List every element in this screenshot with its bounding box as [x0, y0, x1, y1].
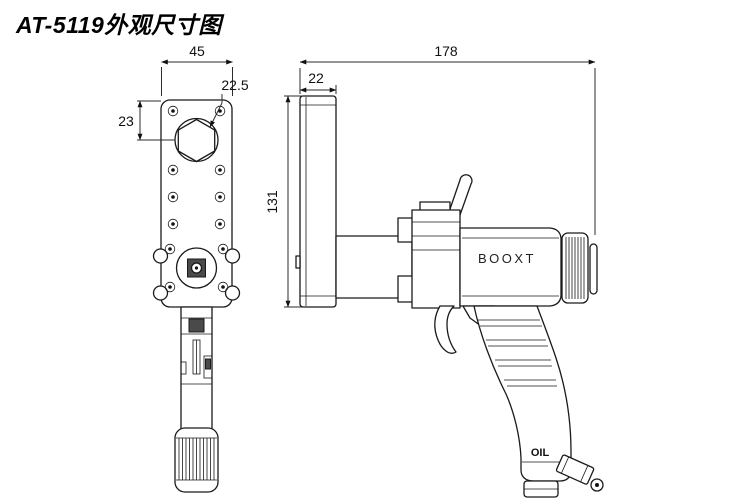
clamp-lobe — [152, 248, 169, 264]
front-view: 45 22.5 23 — [118, 43, 249, 493]
throttle-lever — [448, 174, 473, 216]
dim-label-178: 178 — [434, 43, 458, 59]
clamp-lobe — [224, 248, 241, 264]
spindle-housing — [335, 217, 415, 303]
grip-knurling — [178, 438, 215, 480]
dim-label-22: 22 — [308, 70, 324, 86]
center-boss — [175, 247, 218, 289]
dim-label-22-5: 22.5 — [221, 77, 248, 93]
grip-ribs — [477, 319, 557, 387]
trigger — [434, 305, 457, 354]
handle-stem — [180, 306, 213, 430]
dim-top-to-center: 23 — [118, 100, 175, 141]
page-title: AT-5119外观尺寸图 — [16, 12, 222, 38]
bolt-holes — [164, 105, 229, 293]
oil-fitting — [555, 454, 595, 485]
dim-front-width: 45 — [161, 43, 233, 96]
fitting-nipple-center — [595, 483, 599, 487]
clamp-lobe — [152, 285, 169, 301]
knurled-grip — [174, 427, 219, 493]
pistol-grip: OIL — [473, 305, 572, 482]
air-inlet — [523, 480, 559, 498]
dim-label-45: 45 — [189, 43, 205, 59]
oil-label: OIL — [531, 447, 550, 459]
head-plate — [295, 95, 337, 308]
clamp-lobe — [224, 285, 241, 301]
valve-block — [411, 201, 461, 309]
dim-label-23: 23 — [118, 113, 134, 129]
rear-cap — [561, 232, 598, 304]
dim-overall-length: 178 — [299, 43, 596, 235]
dim-head-thickness: 22 — [299, 70, 337, 94]
side-view: BOOXT OIL — [264, 43, 604, 498]
dim-label-131: 131 — [264, 190, 280, 214]
motor-housing: BOOXT — [459, 227, 562, 307]
dim-hex-width: 22.5 — [209, 77, 249, 128]
brand-label: BOOXT — [478, 251, 536, 266]
dim-body-height: 131 — [264, 95, 302, 308]
cap-knurling — [565, 237, 585, 299]
